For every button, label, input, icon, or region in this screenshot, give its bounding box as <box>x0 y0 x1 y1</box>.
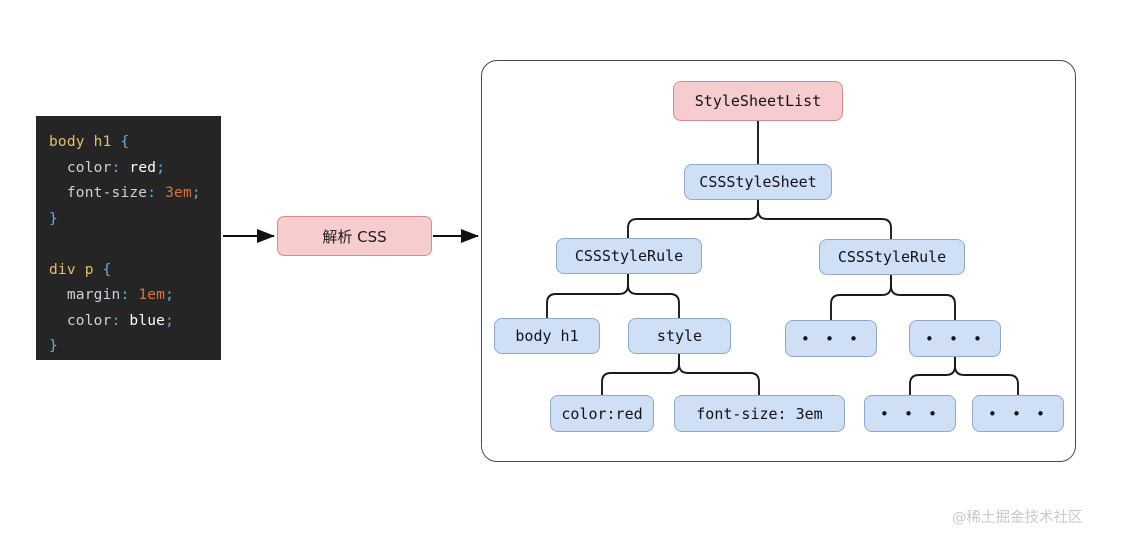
css-code-block: body h1 { color: red; font-size: 3em;} di… <box>36 116 221 360</box>
code-token-num: 1em <box>129 287 166 303</box>
code-token-semi: ; <box>156 159 166 176</box>
node-dots-leaf-a[interactable]: • • • <box>864 395 956 432</box>
node-declaration-color-label: color:red <box>561 404 643 423</box>
code-token-num: 3em <box>156 185 192 201</box>
code-token-semi: ; <box>191 185 201 201</box>
code-token-semi: ; <box>165 287 175 303</box>
code-token-colon: : <box>147 185 157 201</box>
code-token-colon: : <box>111 312 121 329</box>
code-token-brace: } <box>49 210 58 227</box>
parse-css-label: 解析 CSS <box>322 227 387 246</box>
node-selector-body-h1-label: body h1 <box>515 327 579 345</box>
code-token-prop: margin <box>49 287 121 303</box>
node-dots-leaf-b-label: • • • <box>987 404 1049 423</box>
node-cssstylerule-right[interactable]: CSSStyleRule <box>819 239 965 275</box>
node-dots-rule-right-a[interactable]: • • • <box>785 320 877 357</box>
node-cssstylesheet[interactable]: CSSStyleSheet <box>684 164 832 200</box>
node-dots-leaf-b[interactable]: • • • <box>972 395 1064 432</box>
node-cssstylerule-left-label: CSSStyleRule <box>574 247 684 265</box>
node-style[interactable]: style <box>628 318 731 354</box>
code-line-9: } <box>36 334 221 360</box>
code-line-5 <box>36 232 221 258</box>
node-cssstylesheet-label: CSSStyleSheet <box>699 173 817 191</box>
code-line-1: body h1 { <box>36 130 221 156</box>
code-line-6: div p { <box>36 258 221 284</box>
node-dots-rule-right-a-label: • • • <box>800 329 862 348</box>
code-token-val: blue <box>120 312 166 329</box>
code-token-prop: color <box>49 159 112 176</box>
code-line-3: font-size: 3em; <box>36 181 221 207</box>
node-dots-rule-right-b[interactable]: • • • <box>909 320 1001 357</box>
code-token-brace: { <box>120 134 130 150</box>
code-token-prop: font-size <box>49 185 148 201</box>
node-style-label: style <box>656 327 703 345</box>
code-token-val: red <box>120 159 157 176</box>
code-line-7: margin: 1em; <box>36 283 221 309</box>
node-declaration-fontsize[interactable]: font-size: 3em <box>674 395 845 432</box>
code-line-8: color: blue; <box>36 309 221 335</box>
code-token-colon: : <box>120 287 130 303</box>
node-declaration-color[interactable]: color:red <box>550 395 654 432</box>
node-cssstylerule-left[interactable]: CSSStyleRule <box>556 238 702 274</box>
code-token-brace: { <box>102 261 112 278</box>
code-token-brace: } <box>49 338 58 354</box>
code-token-sel: div p <box>49 261 103 278</box>
node-stylesheetlist-label: StyleSheetList <box>694 92 822 110</box>
node-dots-leaf-a-label: • • • <box>879 404 941 423</box>
node-stylesheetlist[interactable]: StyleSheetList <box>673 81 843 121</box>
code-token-sel: body h1 <box>49 134 121 150</box>
parse-css-node[interactable]: 解析 CSS <box>277 216 432 256</box>
code-token-prop: color <box>49 312 112 329</box>
node-dots-rule-right-b-label: • • • <box>924 329 986 348</box>
node-selector-body-h1[interactable]: body h1 <box>494 318 600 354</box>
code-line-2: color: red; <box>36 156 221 182</box>
code-line-4: } <box>36 207 221 233</box>
code-token-colon: : <box>111 159 121 176</box>
node-declaration-fontsize-label: font-size: 3em <box>696 404 823 423</box>
code-token-semi: ; <box>165 312 175 329</box>
watermark: @稀土掘金技术社区 <box>952 510 1083 526</box>
node-cssstylerule-right-label: CSSStyleRule <box>837 248 947 266</box>
